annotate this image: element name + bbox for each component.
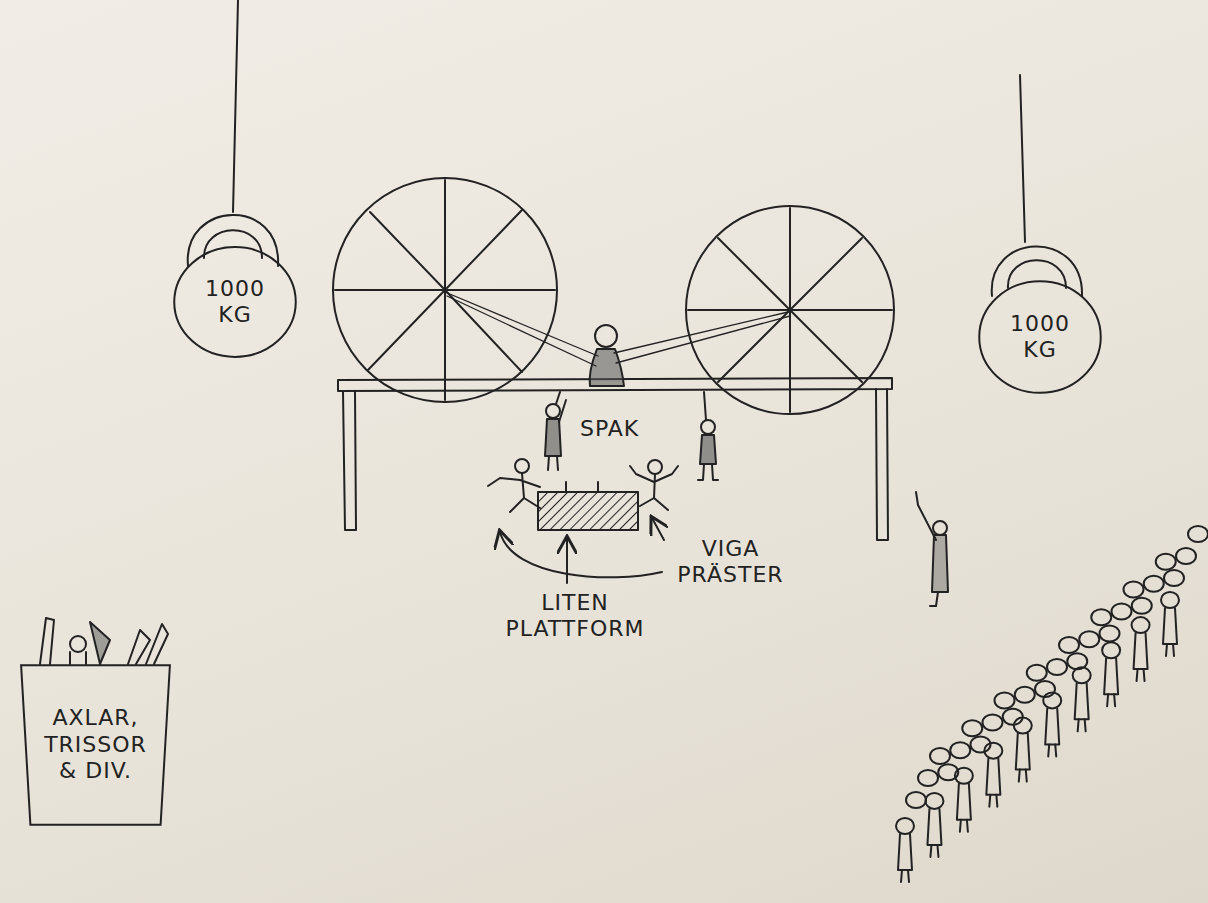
crowd-body [957, 784, 971, 820]
crowd-body [1104, 658, 1118, 694]
crowd-head [1100, 626, 1120, 642]
crowd-head [896, 818, 914, 834]
node-text: 1000 KG [195, 276, 275, 329]
crowd-body [986, 759, 1000, 795]
leader-arrow [500, 532, 662, 577]
priest-figure [488, 459, 540, 512]
crowd-body [898, 834, 912, 870]
crowd-head [995, 693, 1015, 709]
cables [445, 292, 790, 366]
lever [566, 482, 598, 492]
crowd-legs [930, 845, 938, 857]
standing-figure [916, 492, 948, 606]
leader-arrow [566, 538, 568, 583]
node-content: 1000 KG [173, 246, 297, 358]
kettlebell-weight: 1000 KG [978, 280, 1102, 394]
priest-figure [630, 460, 678, 510]
platform-label: LITEN PLATTFORM [500, 590, 650, 643]
crowd-head [1102, 642, 1120, 658]
crowd-head [1112, 604, 1132, 620]
parts-bucket-shape [21, 665, 170, 824]
crowd-head [1132, 598, 1152, 614]
crowd-head [925, 793, 943, 809]
crowd-head [1015, 687, 1035, 703]
crowd-head [962, 720, 982, 736]
wheel [686, 206, 894, 414]
kettlebell-handle [204, 230, 262, 258]
crowd-head [1164, 570, 1184, 586]
crowd-legs [1166, 644, 1174, 656]
crowd-legs [1078, 719, 1086, 731]
leader-arrow [652, 518, 664, 540]
crowd-head [1132, 617, 1150, 633]
crowd-head [1059, 637, 1079, 653]
kettlebell-weight-shape [174, 247, 296, 357]
crowd-body [1045, 708, 1059, 744]
crowd-body [1163, 608, 1177, 644]
rope [1020, 75, 1025, 242]
crowd-head [1027, 665, 1047, 681]
crowd-head [1188, 526, 1208, 542]
crowd-head [1091, 609, 1111, 625]
crowd-head [1124, 582, 1144, 598]
crowd-legs [1019, 770, 1027, 782]
crowd-head [955, 768, 973, 784]
crowd-head [930, 748, 950, 764]
kettlebell-handle [188, 215, 278, 266]
frame [338, 378, 892, 540]
hanging-figure [545, 392, 566, 470]
rope [233, 0, 238, 212]
crowd-body [1016, 734, 1030, 770]
priests-label: VIGA PRÄSTER [668, 536, 793, 589]
crowd [896, 526, 1208, 882]
crowd-legs [1137, 669, 1145, 681]
tools [40, 618, 168, 664]
crowd-legs [1048, 744, 1056, 756]
crowd-legs [901, 870, 909, 882]
wheel-spokes [688, 208, 892, 412]
node-text: AXLAR, TRISSOR & DIV. [41, 705, 151, 784]
node-content: AXLAR, TRISSOR & DIV. [18, 662, 173, 828]
wheel [333, 178, 557, 402]
parts-bucket: AXLAR, TRISSOR & DIV. [18, 662, 173, 828]
crowd-head [1047, 659, 1067, 675]
seated-figure [595, 325, 617, 347]
node-content: 1000 KG [978, 280, 1102, 394]
kettlebell-weight-shape [979, 281, 1101, 393]
crowd-head [1014, 718, 1032, 734]
crowd-head [1043, 692, 1061, 708]
crowd-head [984, 743, 1002, 759]
crowd-body [1075, 683, 1089, 719]
crowd-head [1144, 576, 1164, 592]
crowd-head [1156, 554, 1176, 570]
platform [538, 492, 638, 530]
crowd-head [1079, 631, 1099, 647]
crowd-legs [1107, 694, 1115, 706]
crowd-legs [989, 795, 997, 807]
crowd-head [906, 792, 926, 808]
crowd-head [1073, 667, 1091, 683]
crowd-body [1134, 633, 1148, 669]
crowd-legs [960, 820, 968, 832]
crowd-body [927, 809, 941, 845]
crowd-head [950, 742, 970, 758]
wheel-spokes [335, 180, 555, 400]
crowd-head [1003, 709, 1023, 725]
crowd-head [1161, 592, 1179, 608]
crowd-head [1176, 548, 1196, 564]
kettlebell-weight: 1000 KG [173, 246, 297, 358]
crowd-head [983, 715, 1003, 731]
lever-label: SPAK [580, 416, 639, 442]
node-text: 1000 KG [1000, 311, 1080, 364]
crowd-head [918, 770, 938, 786]
hanging-figure [698, 392, 718, 480]
